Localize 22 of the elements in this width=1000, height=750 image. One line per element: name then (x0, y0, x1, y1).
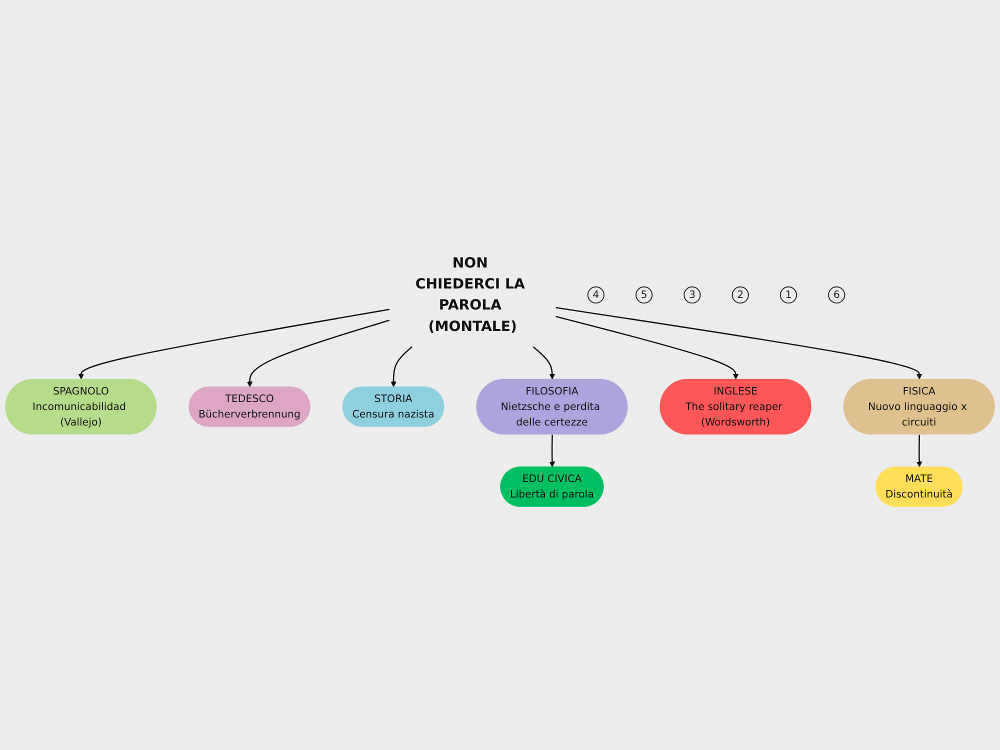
node-box: TEDESCO Bücherverbrennung (188, 386, 310, 427)
node-circle: 4 (587, 286, 604, 304)
node-circle: 1 (780, 286, 798, 304)
node-circle: 3 (684, 286, 701, 304)
arrow (78, 308, 390, 380)
arrow (532, 346, 555, 380)
node-box: STORIA Censura nazista (342, 386, 444, 427)
node-box: FILOSOFIA Nietzsche e perdita delle certezze (476, 378, 628, 435)
node-box: FISICA Nuovo linguaggio x circuiti (843, 378, 995, 435)
node-text: NON CHIEDERCI LA PAROLA (MONTALE) (415, 255, 525, 335)
arrow (556, 316, 739, 380)
node-circle: 6 (828, 286, 846, 304)
arrow (916, 434, 922, 468)
arrow (390, 346, 412, 388)
node-box: EDU CIVICA Libertà di parola (500, 466, 604, 507)
node-circle: 2 (732, 286, 749, 304)
node-box: INGLESE The solitary reaper (Wordsworth) (660, 378, 812, 435)
node-box: SPAGNOLO Incomunicabilidad (Vallejo) (5, 378, 157, 435)
node-circle: 5 (636, 286, 653, 304)
arrow (246, 320, 390, 388)
arrow (556, 306, 922, 380)
arrow (549, 434, 555, 468)
